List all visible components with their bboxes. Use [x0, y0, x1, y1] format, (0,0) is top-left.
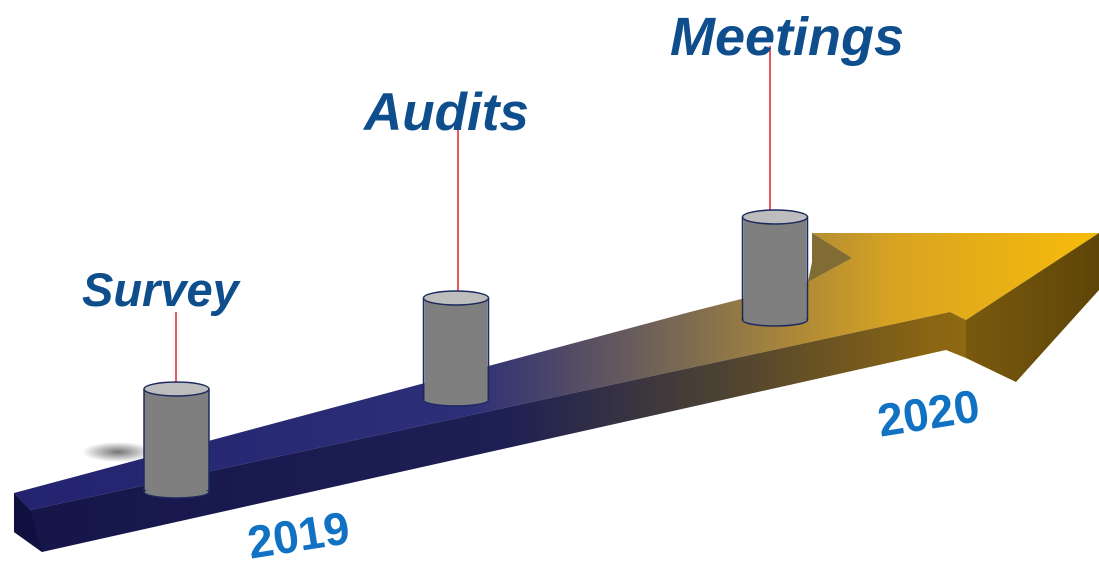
arrow-tail-face — [14, 493, 42, 552]
milestone-cylinder-audits — [422, 290, 490, 407]
milestone-cylinder-survey — [143, 381, 210, 499]
drop-shadow — [82, 442, 154, 462]
milestone-label-audits: Audits — [364, 83, 529, 142]
arrowhead-bevel — [808, 233, 852, 282]
milestone-label-survey: Survey — [82, 263, 239, 316]
milestone-label-meetings: Meetings — [670, 7, 905, 67]
arrow-body-top — [14, 233, 1099, 510]
arrowhead-side — [966, 233, 1099, 382]
arrow-body-front — [14, 312, 966, 552]
milestone-cylinder-meetings — [741, 209, 809, 327]
